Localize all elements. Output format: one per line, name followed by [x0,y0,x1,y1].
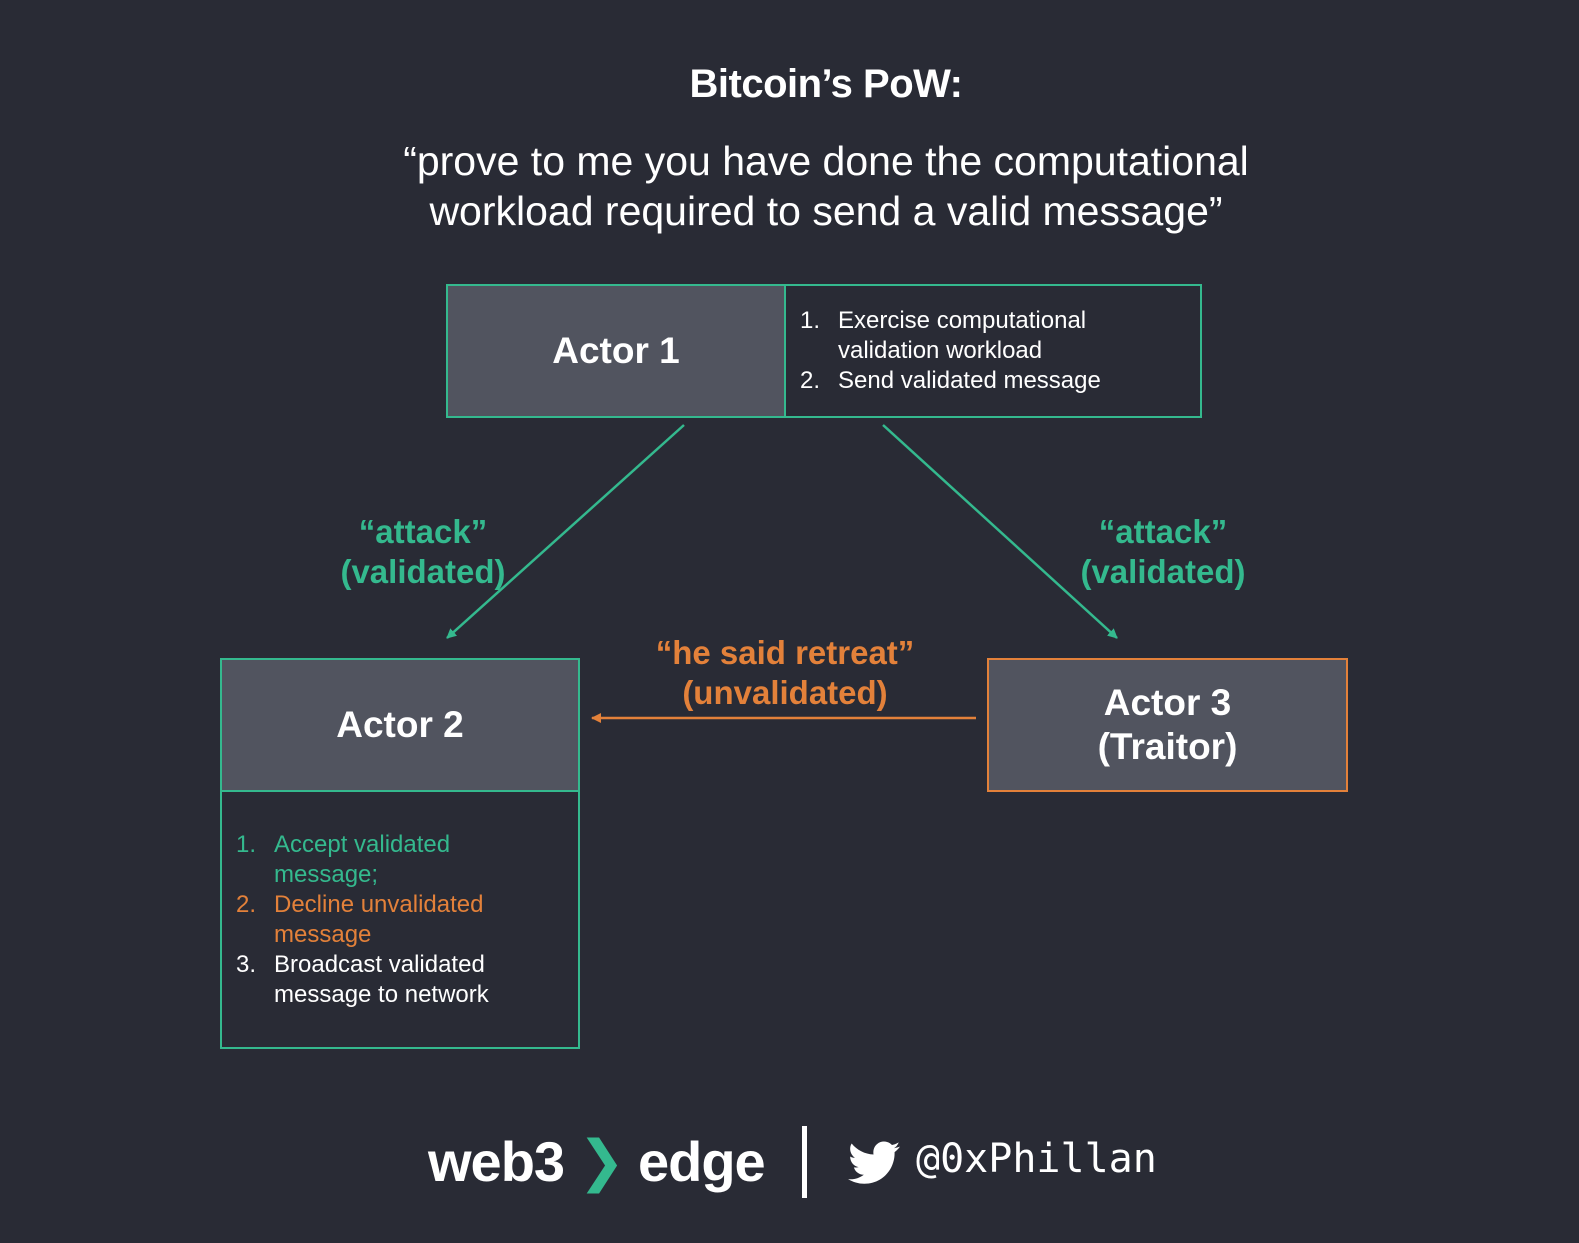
actor2-step-decline: 2.Decline unvalidated message [236,891,484,948]
edge-label-left: “attack” (validated) [340,513,506,590]
twitter-bird-icon [848,1141,900,1184]
pow-quote: “prove to me you have done the computati… [0,136,1579,236]
brand-left: web3 [428,1129,565,1193]
actor1-name: Actor 1 [448,286,786,416]
actor1-step: 2.Send validated message [800,367,1101,394]
actor2-box: Actor 2 1.Accept validated message; 2.De… [220,658,580,1049]
quote-line-1: “prove to me you have done the computati… [403,138,1249,184]
actor3-name: Actor 3 (Traitor) [1097,682,1238,767]
edge-label-right: “attack” (validated) [1080,513,1246,590]
actor1-steps: 1.Exercise computational validation work… [786,286,1200,416]
actor2-steps: 1.Accept validated message; 2.Decline un… [222,792,578,1010]
arrow-actor1-to-actor3 [882,424,1118,639]
arrow-actor1-to-actor2 [446,424,685,639]
footer-divider [802,1126,807,1198]
edge-label-middle: “he said retreat” (unvalidated) [655,634,915,711]
actor1-step: 1.Exercise computational validation work… [800,307,1087,364]
actor2-step-accept: 1.Accept validated message; [236,831,451,888]
actor1-box: Actor 1 1.Exercise computational validat… [446,284,1202,418]
brand-right: edge [637,1129,766,1193]
brand-logo: web3 ❯ edge [428,1128,766,1194]
quote-line-2: workload required to send a valid messag… [429,188,1223,234]
actor2-name: Actor 2 [222,660,578,792]
actor3-box: Actor 3 (Traitor) [987,658,1348,792]
twitter-handle: @0xPhillan [916,1136,1157,1182]
actor2-step-broadcast: 3.Broadcast validated message to network [236,951,489,1008]
diagram-title: Bitcoin’s PoW: [689,62,964,106]
chevron-right-icon: ❯ [578,1129,625,1192]
